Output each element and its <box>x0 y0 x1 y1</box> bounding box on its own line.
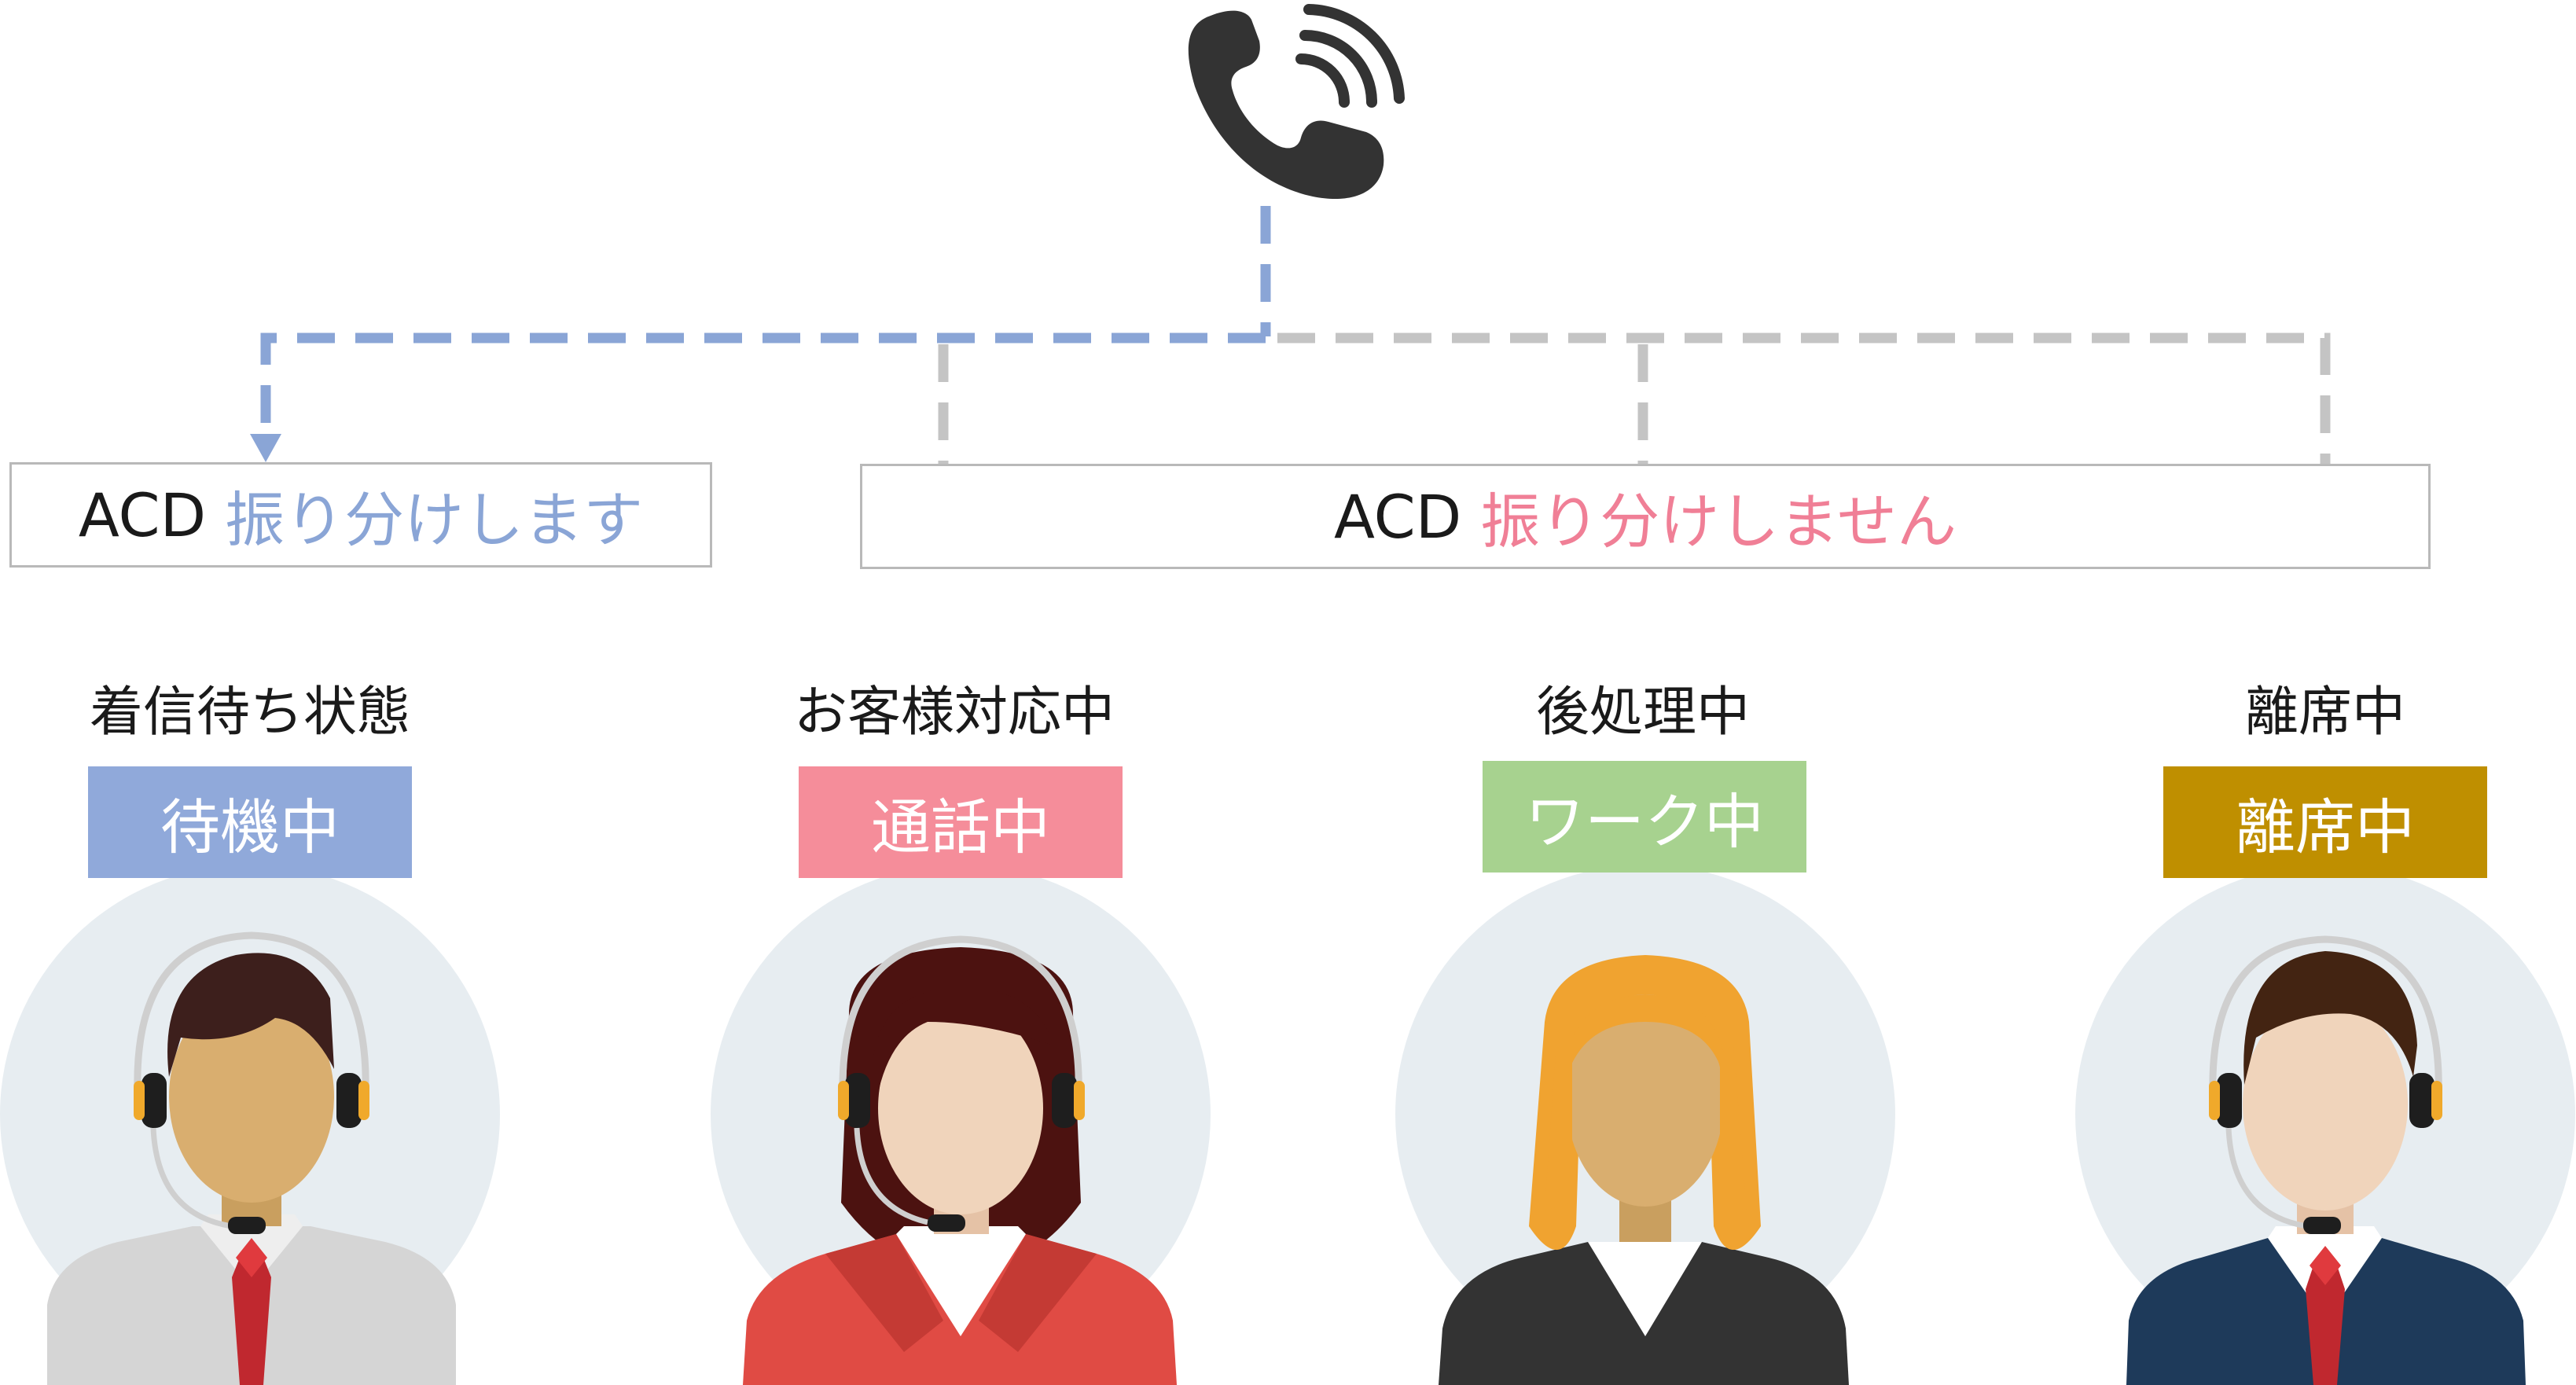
agent-avatar-1 <box>47 931 456 1385</box>
status-badge: 通話中 <box>799 766 1123 878</box>
status-badge: ワーク中 <box>1483 761 1806 873</box>
acd-prefix: ACD <box>78 479 207 550</box>
distribute-route-line <box>260 206 1271 428</box>
status-badge: 離席中 <box>2163 766 2487 878</box>
agent-state-label: 後処理中 <box>1535 681 1751 744</box>
distribute-box: ACD 振り分けします <box>9 462 712 568</box>
distribute-label: 振り分けします <box>225 485 644 555</box>
agent-state-label: 着信待ち状態 <box>89 681 411 744</box>
no-distribute-label: 振り分けしません <box>1480 487 1957 557</box>
agent-avatar-4 <box>2126 935 2526 1385</box>
no-distribute-route-line <box>938 332 2331 464</box>
agent-avatar-3 <box>1439 955 1849 1385</box>
arrow-head-icon <box>250 434 281 462</box>
phone-ringing-icon <box>1188 4 1405 200</box>
status-badge: 待機中 <box>88 766 412 878</box>
acd-prefix: ACD <box>1334 481 1462 552</box>
agent-state-label: 離席中 <box>2244 681 2406 744</box>
agent-avatar-2 <box>743 935 1177 1385</box>
no-distribute-box: ACD 振り分けしません <box>860 464 2431 569</box>
agent-state-label: お客様対応中 <box>793 681 1115 744</box>
